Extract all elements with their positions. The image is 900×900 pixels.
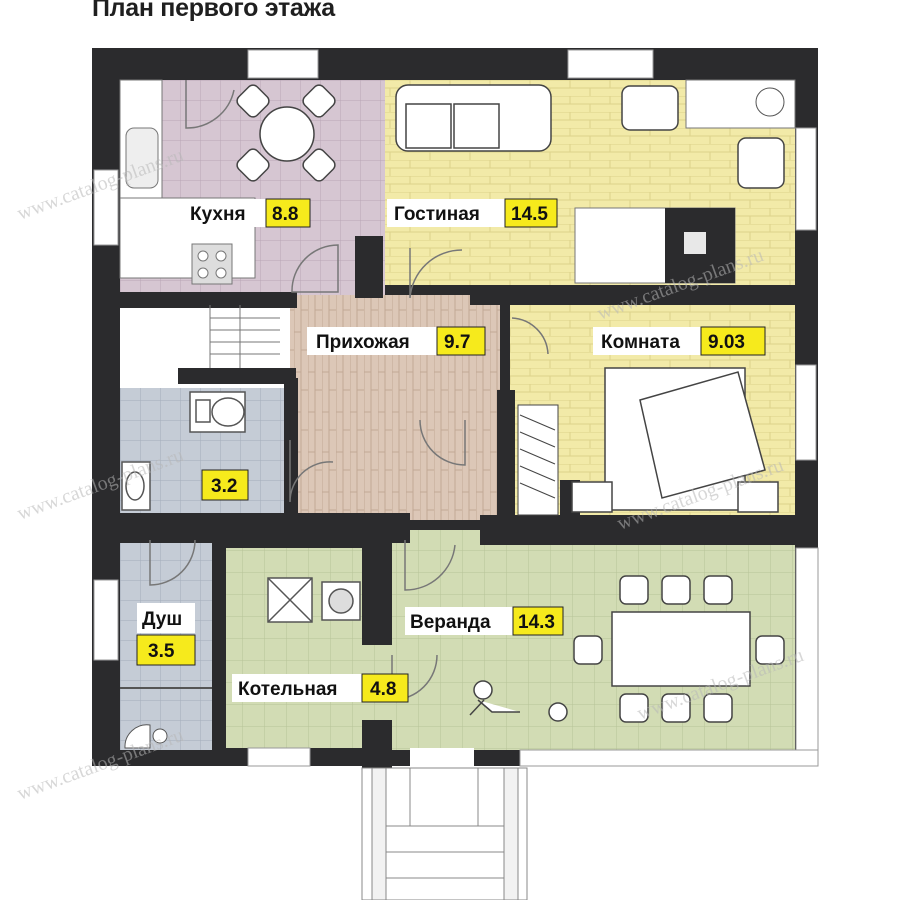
room-label-room: Комната 9.03 xyxy=(593,326,766,356)
room-label-shower: Душ 3.5 xyxy=(136,603,196,666)
sink xyxy=(121,461,151,511)
wall xyxy=(470,287,818,305)
window xyxy=(247,49,319,79)
wall xyxy=(120,513,410,543)
svg-text:Веранда: Веранда xyxy=(410,612,491,633)
svg-text:3.2: 3.2 xyxy=(211,476,237,497)
wall xyxy=(500,515,818,545)
svg-text:3.5: 3.5 xyxy=(148,641,175,662)
svg-text:9.7: 9.7 xyxy=(444,332,470,353)
sofa xyxy=(395,84,552,152)
indoor-stair xyxy=(209,305,280,368)
window xyxy=(795,127,817,231)
room-label-living: Гостиная 14.5 xyxy=(387,198,558,228)
person-icon xyxy=(469,680,568,722)
plant-icon xyxy=(755,87,785,117)
wall xyxy=(362,720,392,768)
wardrobe xyxy=(517,404,559,516)
room-label-hall: Прихожая 9.7 xyxy=(307,326,486,356)
dining-table-kitchen xyxy=(236,84,336,182)
svg-text:Гостиная: Гостиная xyxy=(394,204,480,225)
wall xyxy=(284,378,298,513)
svg-text:Комната: Комната xyxy=(601,332,680,353)
svg-text:4.8: 4.8 xyxy=(370,679,396,700)
window xyxy=(795,364,817,461)
shower-fixture xyxy=(120,687,212,749)
svg-text:14.3: 14.3 xyxy=(518,612,555,633)
wall xyxy=(362,530,392,645)
svg-text:Котельная: Котельная xyxy=(238,679,337,700)
armchair xyxy=(621,85,785,189)
svg-text:14.5: 14.5 xyxy=(511,204,548,225)
svg-text:Кухня: Кухня xyxy=(190,204,246,225)
bed xyxy=(571,367,779,513)
room-label-boiler: Котельная 4.8 xyxy=(232,673,409,703)
plan-title: План первого этажа xyxy=(92,0,335,22)
dining-table-veranda xyxy=(573,575,785,723)
entrance-opening xyxy=(410,748,474,768)
svg-text:9.03: 9.03 xyxy=(708,332,745,353)
window xyxy=(93,169,119,246)
window xyxy=(247,747,311,767)
wall xyxy=(497,390,515,520)
window xyxy=(567,49,654,79)
wall xyxy=(178,368,296,384)
boiler xyxy=(267,577,361,623)
room-label-wc: 3.2 xyxy=(201,469,249,501)
fireplace xyxy=(574,207,736,284)
svg-text:Душ: Душ xyxy=(142,609,182,630)
window xyxy=(93,579,119,661)
wall xyxy=(212,540,226,750)
porch-steps xyxy=(361,767,528,900)
wall xyxy=(92,292,297,308)
svg-text:Прихожая: Прихожая xyxy=(316,332,410,353)
svg-text:8.8: 8.8 xyxy=(272,204,298,225)
toilet xyxy=(189,391,246,433)
window xyxy=(795,547,819,751)
window xyxy=(519,749,819,767)
room-label-kitchen: Кухня 8.8 xyxy=(180,198,311,228)
room-label-veranda: Веранда 14.3 xyxy=(405,606,564,636)
wall xyxy=(355,236,383,298)
